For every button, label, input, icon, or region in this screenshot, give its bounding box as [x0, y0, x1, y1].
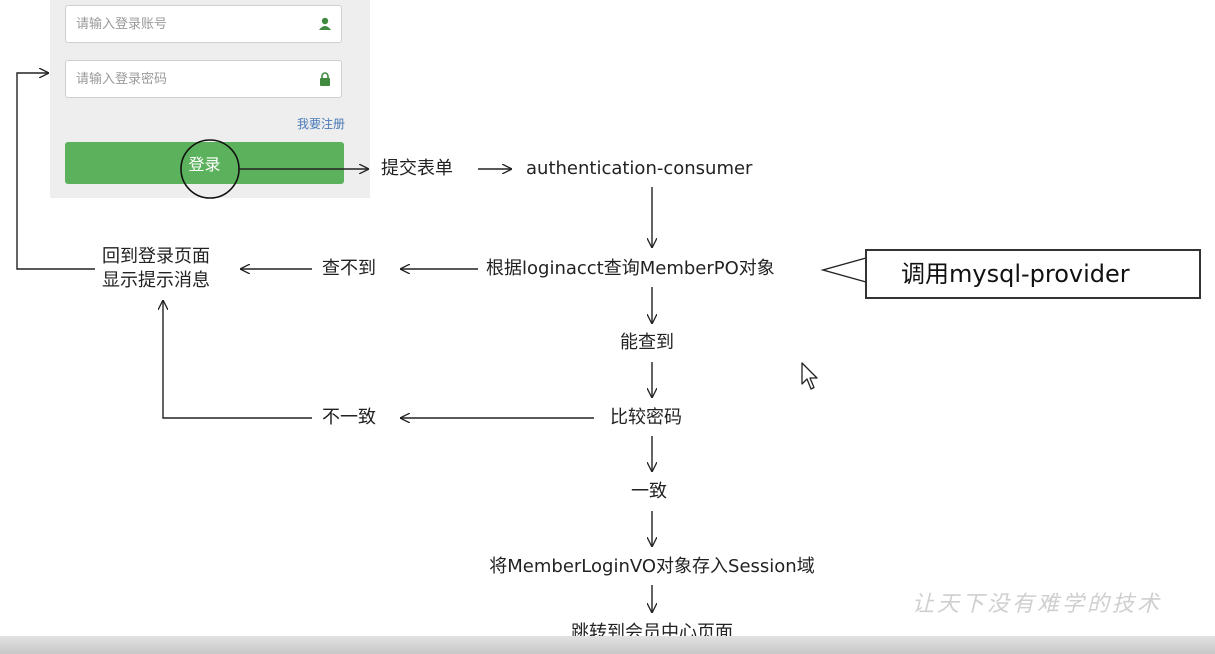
password-field[interactable] [65, 60, 342, 98]
watermark-text: 让天下没有难学的技术 [912, 592, 1163, 617]
login-panel: 我要注册 登录 [50, 0, 370, 198]
callout-mysql-provider: 调用mysql-provider [865, 249, 1201, 299]
callout-pointer [820, 257, 867, 283]
arrow-mismatch-to-back [163, 300, 312, 419]
account-input[interactable] [66, 6, 306, 42]
register-link[interactable]: 我要注册 [296, 117, 345, 131]
node-back-to-login-line1: 回到登录页面 [102, 246, 210, 267]
node-match: 一致 [631, 481, 667, 502]
node-auth-consumer: authentication-consumer [526, 158, 753, 179]
node-found: 能查到 [620, 332, 674, 353]
lock-icon [320, 72, 330, 86]
node-not-found: 查不到 [322, 258, 376, 279]
account-field[interactable] [65, 5, 342, 43]
node-store-session: 将MemberLoginVO对象存入Session域 [489, 556, 815, 577]
node-mismatch: 不一致 [322, 407, 376, 428]
node-compare-password: 比较密码 [610, 407, 682, 428]
bottom-bar [0, 636, 1215, 654]
login-highlight-circle [180, 139, 240, 199]
node-back-to-login-line2: 显示提示消息 [102, 270, 210, 291]
password-input[interactable] [66, 61, 306, 97]
mouse-cursor-icon [801, 362, 818, 390]
node-submit-form: 提交表单 [381, 158, 453, 179]
node-query-member: 根据loginacct查询MemberPO对象 [486, 258, 775, 279]
login-button[interactable]: 登录 [65, 142, 344, 184]
arrow-back-to-login [16, 73, 95, 270]
user-icon [319, 17, 331, 30]
